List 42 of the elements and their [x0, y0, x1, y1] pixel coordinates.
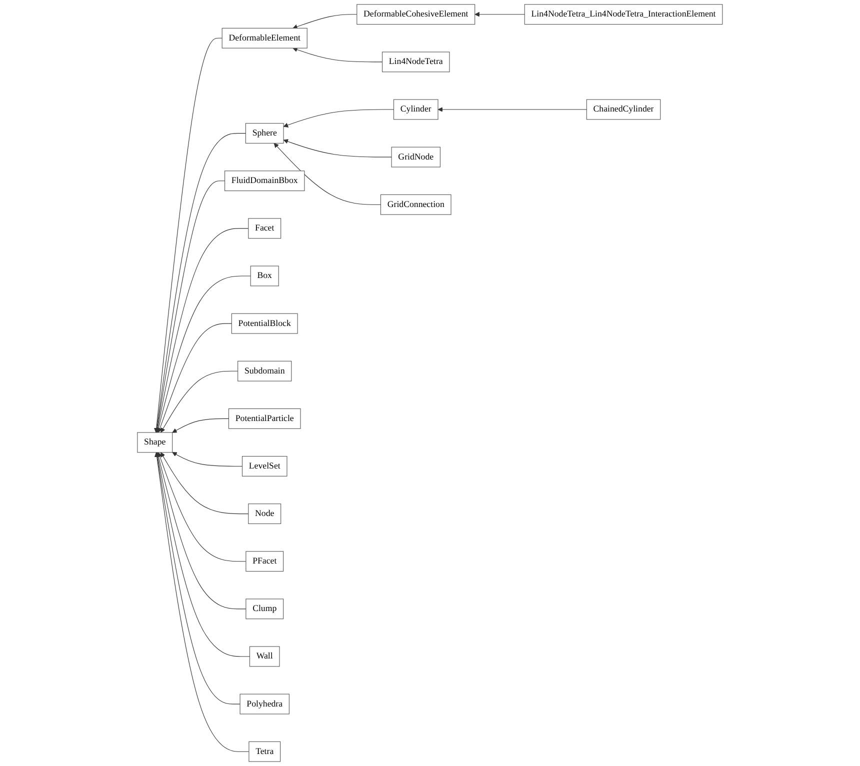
node-box: Tetra [248, 741, 281, 762]
arrow [156, 452, 246, 610]
node-box: Wall [250, 646, 280, 667]
node-box: GridNode [391, 146, 441, 168]
arrow [156, 276, 251, 433]
node-box: Shape [137, 432, 173, 453]
node-box: PotentialBlock [231, 313, 298, 334]
node-box: Node [248, 504, 282, 524]
arrow [154, 452, 250, 752]
node-box: DeformableElement [222, 28, 308, 48]
node-box: GridConnection [380, 194, 452, 215]
node-box: Clump [246, 598, 284, 620]
arrow [172, 452, 243, 466]
node-box: DeformableCohesiveElement [356, 4, 476, 25]
arrow [292, 14, 358, 30]
node-box: Polyhedra [240, 694, 290, 714]
arrow [155, 452, 250, 657]
node-box: Subdomain [238, 360, 292, 382]
node-box: Lin4NodeTetra_Lin4NodeTetra_InteractionElement [524, 4, 723, 25]
node-box: ChainedCylinder [586, 99, 661, 120]
node-box: PFacet [246, 551, 284, 572]
arrow [438, 107, 587, 112]
arrow [274, 143, 382, 205]
arrow [154, 133, 246, 433]
node-box: LevelSet [242, 456, 288, 476]
arrow [160, 452, 249, 514]
node-box: PotentialParticle [228, 408, 301, 429]
arrow [283, 109, 394, 128]
node-box: Facet [248, 218, 282, 239]
arrow [474, 12, 525, 17]
node-box: Box [250, 266, 279, 286]
node-box: Sphere [245, 123, 284, 144]
arrow [160, 370, 238, 433]
arrow [292, 47, 383, 62]
arrow [158, 323, 232, 433]
arrow [158, 452, 246, 562]
node-box: Cylinder [394, 99, 438, 120]
node-box: Lin4NodeTetra [382, 52, 450, 72]
node-box: FluidDomainBbox [224, 170, 305, 192]
arrow [172, 418, 230, 433]
arrow [283, 139, 392, 158]
arrow [155, 228, 249, 433]
